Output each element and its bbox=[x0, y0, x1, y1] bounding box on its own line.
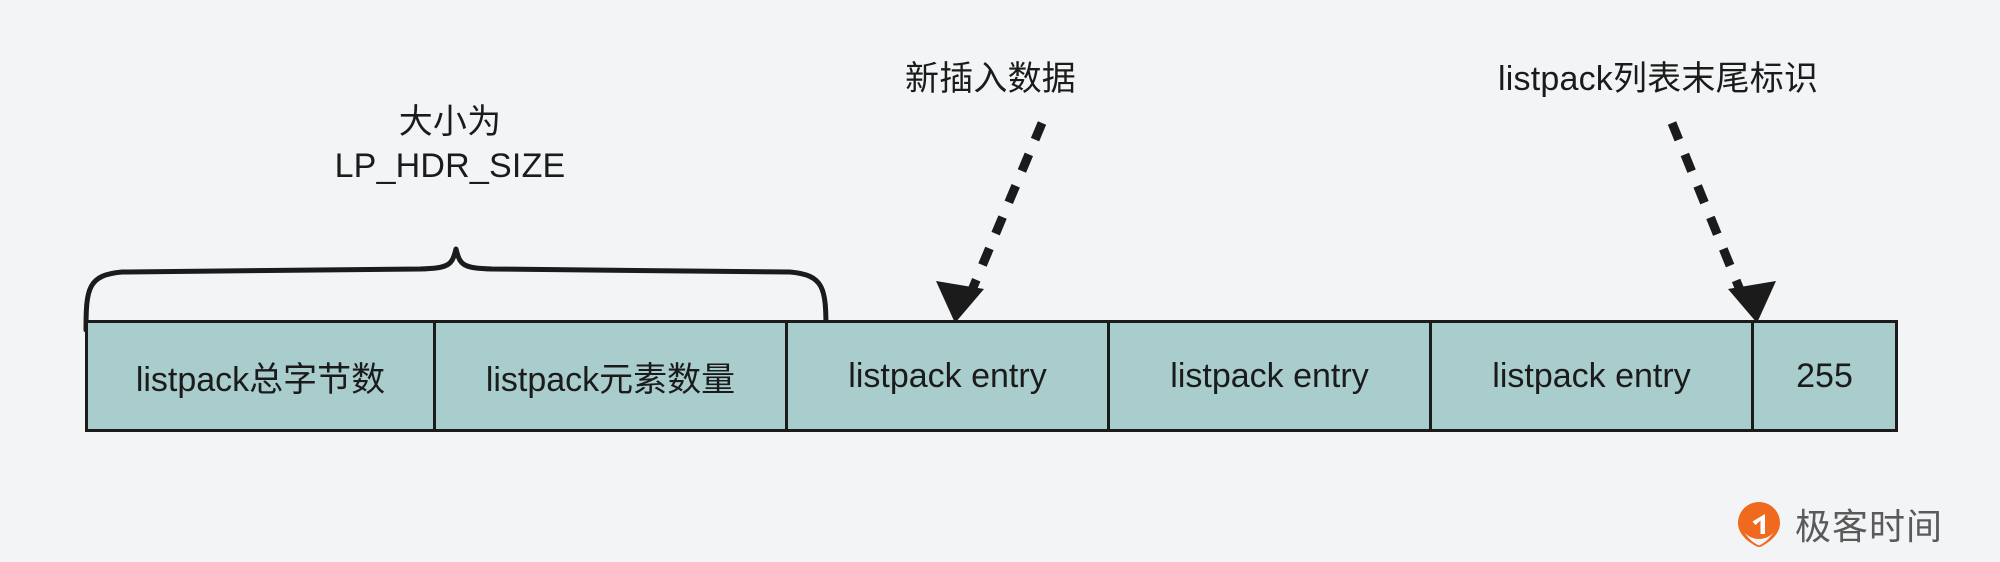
arrow-line-listpack-end-marker bbox=[1667, 121, 1745, 292]
listpack-cell-end-marker: 255 bbox=[1754, 323, 1895, 429]
listpack-cell-total-bytes: listpack总字节数 bbox=[88, 323, 436, 429]
listpack-cell-entry-3: listpack entry bbox=[1432, 323, 1754, 429]
arrow-line-new-inserted-data bbox=[967, 121, 1047, 292]
arrow-head-listpack-end-marker bbox=[1728, 281, 1776, 323]
location-pin-icon bbox=[1738, 502, 1780, 547]
annotation-label-new-inserted-data: 新插入数据 bbox=[905, 60, 1076, 98]
watermark: 极客时间 bbox=[1735, 498, 1943, 550]
listpack-cell-entry-1: listpack entry bbox=[788, 323, 1110, 429]
brace-label-lp-hdr-size: 大小为 LP_HDR_SIZE bbox=[334, 103, 566, 186]
arrow-head-new-inserted-data bbox=[936, 281, 984, 323]
watermark-text: 极客时间 bbox=[1795, 507, 1944, 548]
listpack-cell-element-count: listpack元素数量 bbox=[436, 323, 788, 429]
annotation-label-listpack-end-marker: listpack列表末尾标识 bbox=[1498, 60, 1819, 98]
listpack-layout-table: listpack总字节数 listpack元素数量 listpack entry… bbox=[85, 320, 1898, 432]
listpack-cell-entry-2: listpack entry bbox=[1110, 323, 1432, 429]
curly-brace bbox=[83, 246, 829, 333]
